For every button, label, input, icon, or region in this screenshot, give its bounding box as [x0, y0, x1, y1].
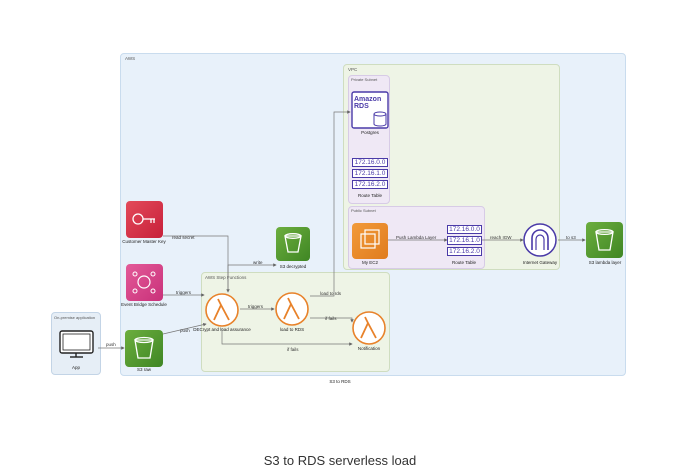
- cluster-label: S3 to RDS: [329, 379, 351, 384]
- edge-label-to-s3: to s3: [566, 235, 576, 240]
- ec2-node[interactable]: [352, 223, 388, 259]
- s3-decrypted-label: S3 decrypted: [279, 264, 307, 269]
- private-route-table-label: Route Table: [358, 193, 382, 198]
- edge-lambda-rds: [310, 110, 351, 297]
- app-label: App: [71, 365, 80, 370]
- rds-icon-text: Amazon RDS: [354, 96, 382, 111]
- lambda-load-label: load to RDS: [279, 327, 305, 332]
- route-entry: 172.16.0.0: [447, 225, 482, 234]
- private-subnet-title: Private Subnet: [351, 77, 378, 82]
- edge-label-triggers-2: triggers: [248, 304, 264, 309]
- edge-load-notification: [310, 317, 354, 323]
- eventbridge-node[interactable]: [126, 264, 163, 301]
- s3-lambda-layer-label: S3 lambda layer: [588, 260, 622, 265]
- ec2-label: My EC2: [361, 260, 378, 265]
- edge-s3raw-lambda: [162, 322, 207, 335]
- route-entry: 172.16.0.0: [352, 158, 388, 167]
- s3-raw-node[interactable]: [125, 330, 163, 367]
- edge-decrypt-notification: [221, 328, 353, 346]
- kms-label: Customer Master Key: [122, 239, 166, 244]
- edge-label-if-fails-2: if fails: [287, 347, 299, 352]
- route-entry: 172.16.1.0: [447, 236, 482, 245]
- internet-gateway-label: Internet Gateway: [522, 260, 558, 265]
- edge-label-load-to-rds: load to rds: [320, 291, 342, 296]
- edge-label-triggers: triggers: [176, 290, 192, 295]
- edge-label-write: write: [253, 260, 263, 265]
- route-entry: 172.16.2.0: [352, 180, 388, 189]
- eventbridge-label: Event Bridge Schedule: [121, 302, 167, 307]
- edge-lambda-s3decrypted: [227, 263, 277, 292]
- step-functions-title: AWS Step Functions: [205, 275, 247, 280]
- postgres-label: Postgres: [361, 130, 379, 135]
- s3-raw-label: S3 raw: [136, 367, 151, 372]
- s3-decrypted-node[interactable]: [276, 227, 310, 261]
- edge-label-push-2: push: [180, 328, 190, 333]
- public-route-table-label: Route Table: [452, 260, 476, 265]
- vpc-group-title: VPC: [348, 67, 358, 72]
- route-entry: 172.16.2.0: [447, 247, 482, 256]
- lambda-decrypt-label: DECrypt and load assurance: [193, 327, 251, 332]
- public-subnet-title: Public Subnet: [351, 208, 376, 213]
- edge-label-read-secret: read secret: [172, 235, 195, 240]
- edge-label-push-lambda-layer: Push Lambda Layer: [396, 235, 437, 240]
- edge-label-if-fails-1: if fails: [325, 316, 337, 321]
- notification-label: Notification: [357, 346, 381, 351]
- edge-label-push: push: [106, 342, 116, 347]
- s3-lambda-layer-node[interactable]: [586, 222, 623, 258]
- route-entry: 172.16.1.0: [352, 169, 388, 178]
- diagram-caption: S3 to RDS serverless load: [263, 453, 417, 468]
- edge-label-reach-igw: reach IGW: [490, 235, 512, 240]
- on-prem-title: On-premise application: [54, 315, 96, 320]
- aws-group-title: AWS: [125, 56, 136, 61]
